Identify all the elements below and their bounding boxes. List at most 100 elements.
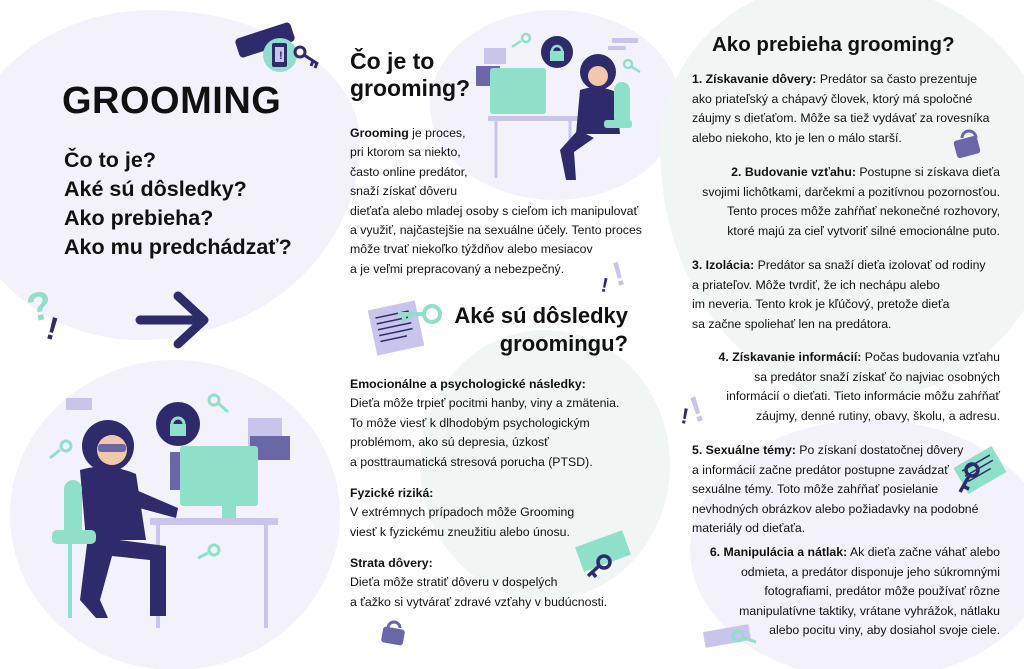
consequence-line: Dieťa môže stratiť dôveru v dospelých [350,575,558,589]
how-step-line: alebo pocitu viny, aby dosiahol svoje ci… [769,623,1000,637]
key-icon [586,554,612,579]
what-line: a využiť, najčastejšie na sexuálne účely… [350,223,642,238]
consequence-line: Dieťa môže trpieť pocitmi hanby, viny a … [350,396,620,410]
svg-text:!: ! [279,50,283,62]
consequence-section: Strata dôvery: Dieťa môže stratiť dôveru… [350,554,660,612]
how-step-line: sa predátor snaží získať čo najviac osob… [754,369,1000,384]
consequence-title: Fyzické riziká: [350,486,434,500]
what-line: pri ktorom sa niekto, [350,145,461,160]
what-paragraph: Grooming je proces, pri ktorom sa niekto,… [350,124,650,279]
how-step-line: sa začne spoliehať len na predátora. [692,316,892,331]
how-step-title: 2. Budovanie vzťahu: [731,165,856,179]
how-step-line: svojimi lichôtkami, darčekmi a pozitívno… [702,184,1000,199]
how-heading: Ako prebieha grooming? [712,33,955,56]
consequence-line: V extrémnych prípadoch môže Grooming [350,505,575,519]
how-step-line: alebo niekoho, kto je len o málo starší. [692,130,902,145]
key-icon [398,304,442,324]
consequence-section: Emocionálne a psychologické následky: Di… [350,375,660,472]
what-line: snaží získať dôveru [350,184,458,199]
key-icon [958,462,980,493]
consequence-body: Dieťa môže trpieť pocitmi hanby, viny a … [350,394,660,472]
question-item: Aké sú dôsledky? [64,177,247,201]
how-step-line: informácií o dieťati. Tieto informácie m… [726,389,1000,403]
question-item: Čo to je? [64,148,156,172]
exclamation-icon: ! [599,274,610,297]
key-icon [511,32,641,74]
how-step-line: odmieta, a predátor disponuje jeho súkro… [740,564,1000,579]
how-step-line: Predátor sa snaží dieťa izolovať od rodi… [754,258,986,272]
questions-list: Čo to je? Aké sú dôsledky? Ako prebieha?… [64,146,292,262]
what-line: môže trvať niekoľko týždňov alebo mesiac… [350,242,593,257]
hacker-illustration [476,36,638,180]
how-step: 3. Izolácia: Predátor sa snaží dieťa izo… [692,256,986,334]
consequence-line: problémom, ako sú depresia, úzkosť [350,435,549,449]
consequence-body: V extrémnych prípadoch môže Grooming vies… [350,503,660,542]
document-icon [367,300,425,356]
how-step: 1. Získavanie dôvery: Predátor sa často … [692,70,989,148]
how-step-line: materiály od dieťaťa. [692,521,806,535]
consequence-section: Fyzické riziká: V extrémnych prípadoch m… [350,484,660,542]
how-step-line: a informácií začne predátor postupne zav… [692,462,949,477]
padlock-icon [381,620,405,646]
how-step-line: Postupne si získava dieťa [855,165,1000,179]
what-line: dieťaťa alebo mladej osoby s cieľom ich … [350,203,639,218]
exclamation-icon: ! ! [679,388,709,431]
svg-text:!: ! [679,403,691,429]
how-step: 6. Manipulácia a nátlak: Ak dieťa začne … [710,543,1000,641]
svg-text:!: ! [599,274,610,297]
how-step: 4. Získavanie informácií: Počas budovani… [719,348,1000,426]
page-title: GROOMING [62,80,282,122]
how-step-line: Predátor sa často prezentuje [816,72,978,86]
consequence-line: viesť k fyzickému zneužitiu alebo únosu. [350,524,570,539]
how-step-title: 6. Manipulácia a nátlak: [709,545,848,559]
consequence-line: To môže viesť k dlhodobým psychologickým [350,415,590,430]
how-step: 2. Budovanie vzťahu: Postupne si získava… [702,163,1000,241]
key-icon [293,45,319,69]
what-line: často online predátor, [350,164,468,179]
consequence-title: Emocionálne a psychologické následky: [350,377,586,391]
document-icon [575,530,631,572]
arrow-right-icon [135,291,209,349]
how-step-title: 4. Získavanie informácií: [718,350,862,364]
how-step-title: 3. Izolácia: [692,258,755,272]
how-step-line: manipulatívne taktiky, vrátane vyhrážok,… [739,603,1000,618]
how-step-line: Po získaní dostatočnej dôvery [795,443,964,457]
how-step-line: Ak dieťa začne váhať alebo [847,545,1000,559]
phone-alert-icon: ! [235,22,297,72]
consequences-list: Emocionálne a psychologické následky: Di… [350,375,660,624]
what-line: a je veľmi prepracovaný a nebezpečný. [350,261,565,276]
consequences-heading-line: groomingu? [499,331,628,356]
how-step-line: sexuálne témy. Toto môže zahŕňať posiela… [692,482,939,496]
how-step-line: ako priateľský a chápavý človek, ktorý m… [692,91,973,106]
hacker-illustration [52,398,290,628]
what-line: je proces, [408,126,466,140]
key-icon [731,629,757,644]
how-step-line: nevhodných obrázkov alebo požiadavky na … [692,501,979,516]
how-step-line: záujmy, denné rutiny, obavy, školu, a ad… [755,408,1000,423]
consequence-line: a ťažko si vytvárať zdravé vzťahy v budú… [350,594,608,609]
key-icon [49,393,229,560]
what-lead: Grooming [350,126,409,140]
consequence-title: Strata dôvery: [350,556,433,570]
how-step-line: im neveria. Tento krok je kľúčový, preto… [692,297,950,311]
how-step-line: a priateľov. Môže tvrdiť, že ich nechápu… [692,277,940,292]
consequences-heading: Aké sú dôsledky groomingu? [420,302,628,358]
what-heading-line: grooming? [350,75,471,101]
consequences-heading-line: Aké sú dôsledky [454,303,628,328]
how-step-title: 1. Získavanie dôvery: [692,72,817,86]
how-step-line: Počas budovania vzťahu [861,350,1000,364]
how-step: 5. Sexuálne témy: Po získaní dostatočnej… [692,441,978,539]
question-item: Ako mu predchádzať? [64,235,292,259]
question-item: Ako prebieha? [64,206,214,230]
consequence-body: Dieťa môže stratiť dôveru v dospelých a ť… [350,573,660,612]
what-heading-line: Čo je to [350,48,435,74]
what-heading: Čo je to grooming? [350,48,470,102]
how-step-line: ktoré majú za cieľ vytvoriť silné emocio… [727,223,1000,238]
how-step-line: fotografiami, predátor môže používať rôz… [764,584,1000,598]
how-step-title: 5. Sexuálne témy: [692,443,796,457]
padlock-icon [953,129,981,159]
how-step-line: Tento proces môže zahŕňať nekonečné rozh… [726,204,1000,218]
consequence-line: a posttraumatická stresová porucha (PTSD… [350,454,593,469]
